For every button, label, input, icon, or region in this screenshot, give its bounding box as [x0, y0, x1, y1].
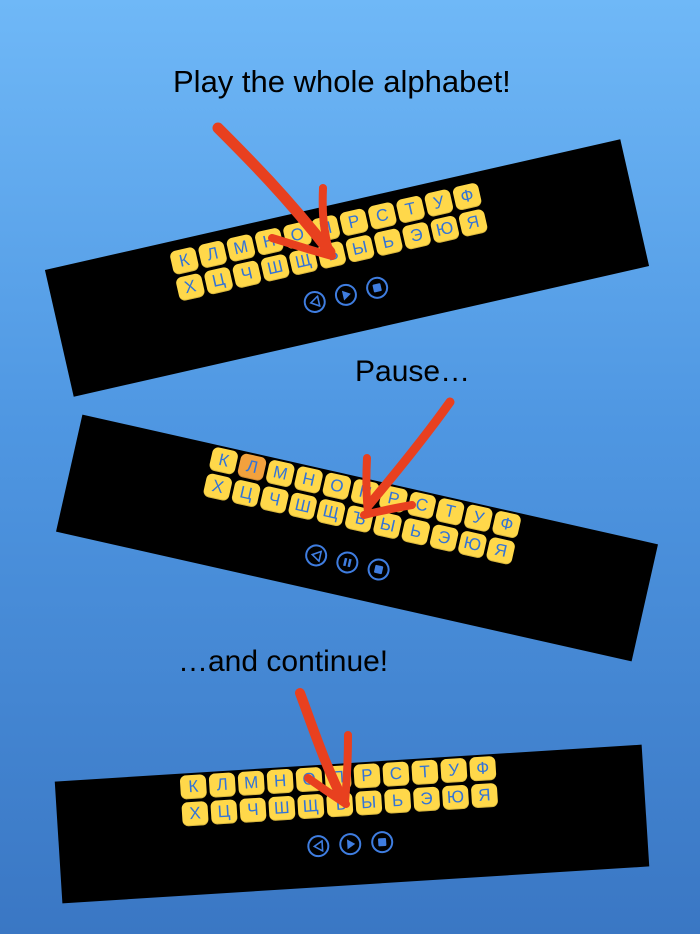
- play-button[interactable]: [338, 832, 362, 856]
- stop-button[interactable]: [363, 274, 391, 301]
- letter-key[interactable]: М: [225, 233, 257, 263]
- letter-key[interactable]: Л: [236, 452, 268, 482]
- pause-icon: [343, 557, 352, 568]
- letter-key[interactable]: К: [169, 246, 200, 276]
- letter-key[interactable]: Ч: [259, 485, 290, 515]
- pause-button[interactable]: [334, 549, 361, 576]
- letter-key[interactable]: Ш: [268, 795, 296, 822]
- letter-key[interactable]: С: [406, 490, 438, 521]
- letter-key[interactable]: О: [282, 220, 313, 250]
- letter-key[interactable]: Т: [395, 194, 426, 225]
- caption-pause: Pause…: [355, 355, 471, 388]
- caption-continue: …and continue!: [178, 645, 389, 678]
- letter-key[interactable]: Ю: [429, 214, 461, 244]
- letter-key[interactable]: Ъ: [316, 240, 348, 270]
- letter-key[interactable]: Ч: [231, 259, 263, 289]
- letter-key[interactable]: Ъ: [326, 791, 354, 818]
- letter-key[interactable]: Э: [412, 786, 441, 813]
- play-icon: [341, 290, 351, 301]
- back-button[interactable]: [306, 834, 330, 858]
- letter-key[interactable]: У: [423, 188, 455, 218]
- letter-key[interactable]: Ы: [344, 234, 376, 264]
- stop-icon: [372, 283, 382, 293]
- letter-key[interactable]: У: [440, 757, 468, 784]
- playback-controls: [301, 274, 391, 316]
- letter-key[interactable]: Р: [338, 207, 370, 237]
- letter-key[interactable]: Ц: [203, 266, 234, 296]
- letter-key[interactable]: С: [366, 201, 398, 231]
- letter-key[interactable]: П: [349, 478, 381, 508]
- letter-key[interactable]: Я: [470, 782, 499, 809]
- letter-key[interactable]: П: [324, 764, 352, 791]
- stop-icon: [378, 837, 387, 847]
- play-button[interactable]: [332, 281, 360, 309]
- letter-key[interactable]: Ь: [372, 227, 404, 257]
- stop-icon: [374, 564, 384, 575]
- letter-key[interactable]: Ь: [400, 517, 432, 547]
- back-button[interactable]: [303, 542, 330, 569]
- letter-key[interactable]: Ц: [230, 478, 262, 509]
- letter-key[interactable]: П: [310, 214, 342, 244]
- letter-key[interactable]: Щ: [288, 246, 319, 277]
- letter-key[interactable]: Т: [411, 759, 439, 786]
- letter-key[interactable]: У: [463, 503, 494, 533]
- letter-key[interactable]: Ю: [457, 529, 488, 560]
- letter-key[interactable]: Щ: [315, 498, 347, 528]
- letter-key[interactable]: Х: [202, 472, 234, 502]
- letter-key[interactable]: Ф: [469, 755, 497, 782]
- back-icon: [312, 839, 324, 853]
- back-button[interactable]: [301, 288, 328, 316]
- letter-key[interactable]: Ю: [441, 784, 470, 811]
- stop-button[interactable]: [370, 830, 394, 854]
- letter-key[interactable]: Э: [401, 221, 432, 251]
- letter-key[interactable]: Щ: [297, 793, 325, 820]
- letter-key[interactable]: Ы: [354, 790, 383, 816]
- letter-key[interactable]: Л: [197, 239, 228, 270]
- letter-key[interactable]: Ш: [259, 253, 291, 283]
- playback-controls: [306, 830, 394, 858]
- stop-button[interactable]: [365, 556, 392, 583]
- letter-key[interactable]: Ч: [239, 797, 267, 823]
- letter-key[interactable]: С: [382, 761, 410, 787]
- play-icon: [346, 839, 356, 850]
- letter-key[interactable]: О: [321, 471, 353, 501]
- letter-key[interactable]: Ъ: [343, 504, 375, 534]
- letter-key[interactable]: Н: [266, 768, 294, 795]
- letter-key[interactable]: О: [295, 766, 323, 793]
- letter-key[interactable]: Ь: [383, 788, 412, 814]
- letter-key[interactable]: Э: [428, 523, 460, 553]
- letter-key[interactable]: Р: [378, 484, 409, 514]
- letter-key[interactable]: М: [264, 458, 296, 489]
- back-icon: [310, 550, 323, 563]
- letter-key[interactable]: М: [237, 770, 265, 797]
- letter-key[interactable]: Л: [208, 772, 237, 798]
- letter-key[interactable]: Ц: [210, 799, 238, 825]
- letter-key[interactable]: Ш: [287, 491, 318, 521]
- letter-key[interactable]: Р: [353, 763, 381, 789]
- letter-key[interactable]: Ы: [372, 510, 403, 540]
- letter-key[interactable]: Н: [293, 465, 324, 495]
- letter-key[interactable]: К: [208, 446, 240, 476]
- letter-key[interactable]: К: [179, 774, 208, 800]
- letter-key[interactable]: Ф: [451, 182, 483, 212]
- letter-key[interactable]: Я: [457, 208, 489, 238]
- back-icon: [309, 294, 321, 308]
- letter-key[interactable]: Х: [175, 272, 206, 302]
- letter-key[interactable]: Н: [253, 226, 285, 257]
- caption-play-alphabet: Play the whole alphabet!: [173, 64, 511, 99]
- letter-key[interactable]: Х: [181, 801, 209, 827]
- letter-key[interactable]: Я: [485, 536, 516, 566]
- letter-key[interactable]: Ф: [491, 509, 522, 540]
- playback-controls: [303, 542, 392, 583]
- letter-key[interactable]: Т: [434, 497, 466, 527]
